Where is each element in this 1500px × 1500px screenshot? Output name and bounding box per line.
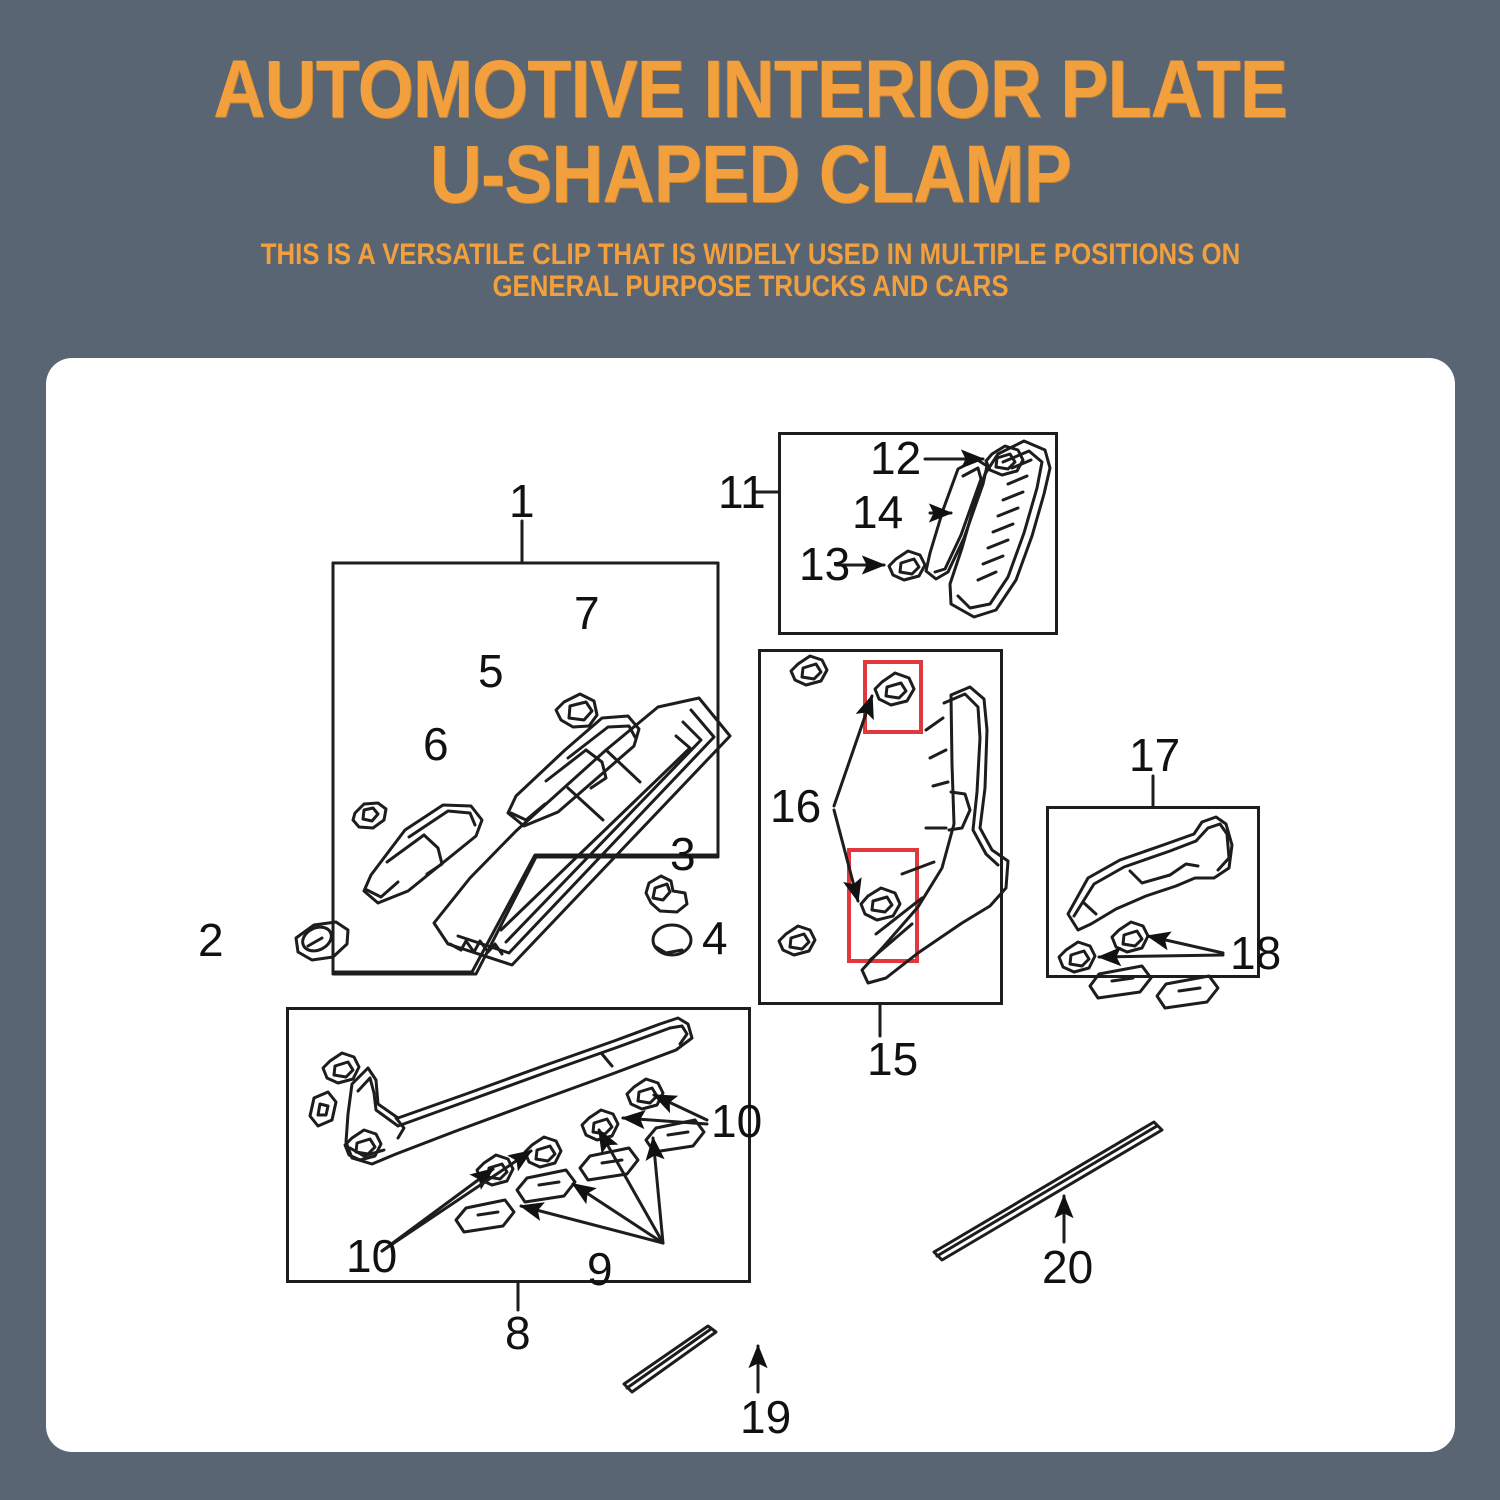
panel-1-box — [333, 563, 718, 972]
grommet-inner-left — [353, 803, 386, 828]
callout-19: 19 — [740, 1391, 792, 1443]
molding-19 — [624, 1326, 716, 1392]
callout-15: 15 — [867, 1033, 919, 1085]
poster-title-line-2: U-SHAPED CLAMP — [429, 129, 1071, 221]
callout-7: 7 — [574, 587, 600, 639]
parts-diagram: 1 2 3 4 5 6 7 8 9 10 10 11 12 13 14 15 1… — [46, 358, 1455, 1452]
poster-subtitle: THIS IS A VERSATILE CLIP THAT IS WIDELY … — [260, 237, 1240, 303]
poster-header: AUTOMOTIVE INTERIOR PLATE U-SHAPED CLAMP… — [0, 0, 1500, 358]
callout-16: 16 — [770, 780, 822, 832]
callout-2: 2 — [198, 914, 224, 966]
callout-5: 5 — [478, 645, 504, 697]
callout-14: 14 — [852, 486, 904, 538]
callout-11: 11 — [718, 466, 766, 518]
callout-4: 4 — [702, 912, 728, 964]
diagram-card: 1 2 3 4 5 6 7 8 9 10 10 11 12 13 14 15 1… — [46, 358, 1455, 1452]
callout-10-left: 10 — [346, 1230, 398, 1282]
callout-18: 18 — [1230, 927, 1282, 979]
callout-12: 12 — [870, 432, 922, 484]
grommet-4 — [653, 925, 691, 955]
molding-20 — [934, 1122, 1162, 1260]
callout-10-right: 10 — [711, 1095, 763, 1147]
pad-17-b — [1157, 976, 1218, 1008]
callout-17: 17 — [1129, 729, 1181, 781]
trim-piece-5 — [508, 716, 639, 826]
callout-20: 20 — [1042, 1241, 1094, 1293]
clip-3 — [646, 876, 687, 912]
clip-2 — [296, 922, 348, 960]
clip-highlight-lower — [847, 848, 919, 963]
trim-piece-6 — [364, 805, 482, 903]
callout-13: 13 — [799, 538, 851, 590]
panel-17-box — [1046, 806, 1260, 978]
clip-7 — [556, 694, 597, 727]
panel-11-box — [778, 432, 1058, 635]
callout-1: 1 — [509, 475, 535, 527]
poster-title-line-1: AUTOMOTIVE INTERIOR PLATE — [213, 44, 1288, 135]
callout-3: 3 — [670, 828, 696, 880]
callout-9: 9 — [587, 1243, 613, 1295]
callout-6: 6 — [423, 718, 449, 770]
callout-8: 8 — [505, 1307, 531, 1359]
clip-highlight-upper — [863, 660, 923, 734]
